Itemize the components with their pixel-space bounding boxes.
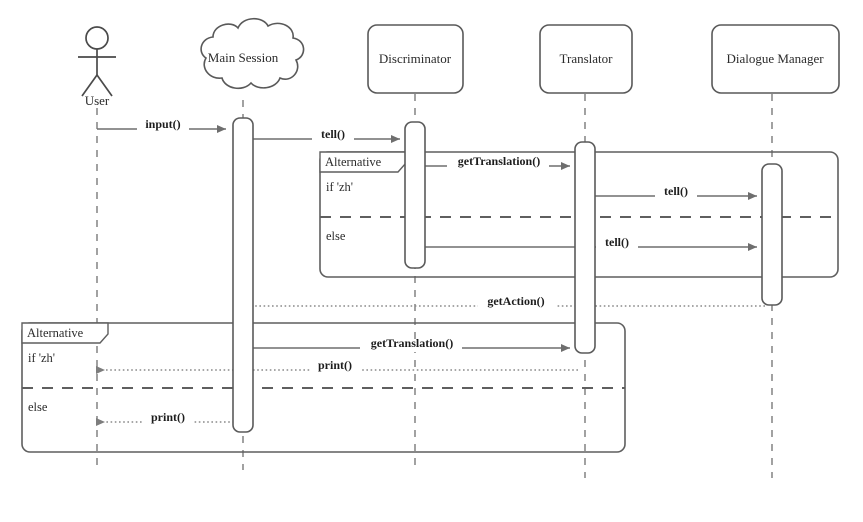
message-label-bg-print-1 (310, 361, 360, 374)
lifeline-header-dialogue-manager[interactable]: Dialogue Manager (711, 24, 840, 94)
fragment-guard-2-else: else (28, 400, 48, 414)
message-label-bg-tell-1 (312, 130, 354, 143)
message-get-translation-2[interactable]: getTranslation() (252, 336, 570, 352)
message-get-translation-1[interactable]: getTranslation() (424, 154, 570, 170)
message-label-input: input() (145, 117, 180, 131)
lifeline-header-translator[interactable]: Translator (539, 24, 633, 94)
activation-bar-translator[interactable] (574, 141, 596, 354)
lifeline-header-main-session[interactable]: Main Session (200, 17, 305, 90)
message-label-get-translation-2: getTranslation() (371, 336, 453, 350)
message-get-action[interactable]: getAction() (245, 294, 765, 310)
actor-leg-left-icon (81, 74, 98, 97)
fragment-guard-1-else: else (326, 229, 346, 243)
message-tell-2[interactable]: tell() (594, 184, 757, 200)
activation-bar-dialogue-manager[interactable] (761, 163, 783, 306)
lifeline-box-dialogue-manager (711, 24, 840, 94)
message-print-2[interactable]: print() (96, 410, 234, 426)
message-label-bg-tell-2 (655, 187, 697, 200)
fragment-tab-2 (21, 322, 109, 344)
message-input[interactable]: input() (97, 117, 226, 133)
lifeline-header-user[interactable]: User (78, 26, 116, 108)
message-label-tell-2: tell() (664, 184, 688, 198)
message-print-1[interactable]: print() (96, 358, 578, 374)
lifeline-label-discriminator: Discriminator (379, 51, 452, 66)
lifeline-box-translator (539, 24, 633, 94)
message-label-bg-get-action (478, 297, 555, 310)
actor-leg-right-icon (96, 74, 113, 97)
lifeline-label-translator: Translator (560, 51, 614, 66)
message-label-tell-3: tell() (605, 235, 629, 249)
activation-bar-discriminator[interactable] (404, 121, 426, 269)
lifeline-header-discriminator[interactable]: Discriminator (367, 24, 464, 94)
message-label-bg-input (137, 119, 189, 132)
lifeline-label-main-session: Main Session (208, 50, 279, 65)
activation-bars (232, 117, 783, 433)
lifeline-box-discriminator (367, 24, 464, 94)
actor-head-icon (85, 26, 109, 50)
message-label-tell-1: tell() (321, 127, 345, 141)
fragment-title-1: Alternative (325, 155, 382, 169)
activation-bar-main-session[interactable] (232, 117, 254, 433)
cloud-shape-icon (200, 17, 305, 90)
message-label-bg-get-translation-1 (447, 157, 549, 170)
message-tell-1[interactable]: tell() (252, 127, 400, 143)
lifeline-label-user: User (85, 93, 110, 108)
message-label-get-translation-1: getTranslation() (458, 154, 540, 168)
message-label-bg-get-translation-2 (360, 339, 462, 352)
combined-fragment-alternative-2: Alternative if 'zh' else (21, 322, 626, 453)
message-label-bg-print-2 (143, 413, 193, 426)
message-label-get-action: getAction() (487, 294, 544, 308)
lifeline-label-dialogue-manager: Dialogue Manager (726, 51, 824, 66)
message-label-bg-tell-3 (596, 238, 638, 251)
fragment-tab-1 (319, 151, 407, 173)
message-label-print-2: print() (151, 410, 185, 424)
fragment-title-2: Alternative (27, 326, 84, 340)
fragment-guard-1-if: if 'zh' (326, 180, 353, 194)
fragment-guard-2-if: if 'zh' (28, 351, 55, 365)
message-label-print-1: print() (318, 358, 352, 372)
